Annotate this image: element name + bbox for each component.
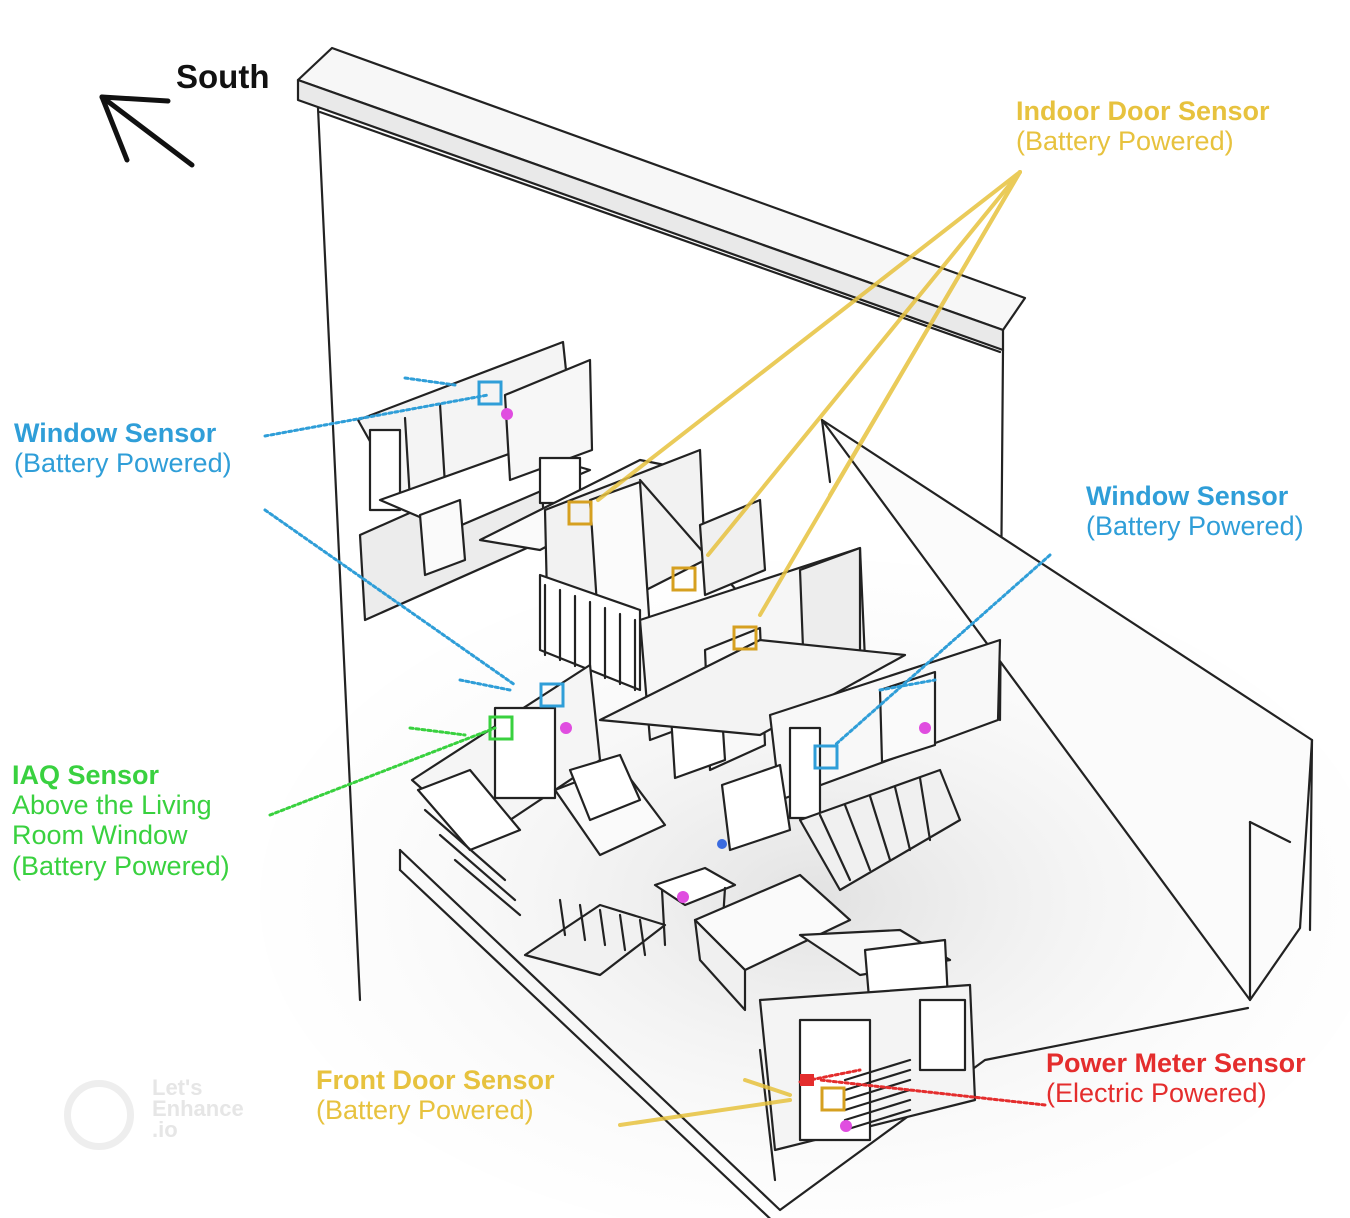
label-title: Front Door Sensor — [316, 1065, 555, 1095]
indoor-door-leaders — [596, 170, 1022, 617]
door-sensor-marker — [567, 500, 593, 526]
compass-arrow-icon — [99, 94, 195, 168]
front-door-leaders — [618, 1078, 792, 1127]
label-power: (Battery Powered) — [1016, 126, 1234, 157]
label-power: (Electric Powered) — [1046, 1078, 1267, 1109]
label-title: Window Sensor — [14, 418, 217, 448]
upper-floor — [356, 340, 692, 622]
label-title: Power Meter Sensor — [1046, 1048, 1306, 1078]
hub-dot — [717, 839, 727, 849]
label-title: Indoor Door Sensor — [1016, 96, 1270, 126]
label-title: IAQ Sensor — [12, 760, 160, 790]
sensor-markers — [477, 380, 846, 1112]
label-power: (Battery Powered) — [12, 850, 230, 881]
door-sensor-marker — [820, 1086, 846, 1112]
middle-floor — [538, 448, 907, 780]
label-line3: Room Window — [12, 820, 188, 851]
stair-railing — [543, 583, 637, 692]
indoor-door-sensor-label: Indoor Door Sensor (Battery Powered) — [1016, 96, 1270, 156]
ground-floor — [410, 663, 977, 1182]
outer-walls — [316, 106, 1314, 1218]
compass-label: South — [176, 58, 270, 95]
watermark-line: .io — [152, 1116, 178, 1142]
label-power: (Battery Powered) — [316, 1095, 534, 1126]
motion-sensor-dot — [919, 722, 931, 734]
motion-sensor-dot — [501, 408, 513, 420]
label-title: Window Sensor — [1086, 481, 1289, 511]
window-sensor-marker — [539, 682, 565, 708]
door-sensor-marker — [732, 625, 758, 651]
motion-dots — [501, 408, 931, 1132]
watermark: Let's Enhance .io — [152, 1075, 244, 1142]
watermark-logo-icon — [64, 1080, 134, 1150]
iaq-sensor-marker — [488, 715, 514, 741]
window-sensor-right-label: Window Sensor (Battery Powered) — [1086, 481, 1304, 541]
window-sensor-marker — [813, 744, 839, 770]
label-line2: Above the Living — [12, 790, 212, 821]
power-meter-marker — [800, 1074, 814, 1086]
sofa — [553, 753, 667, 857]
motion-sensor-dot — [560, 722, 572, 734]
front-door-sensor-label: Front Door Sensor (Battery Powered) — [316, 1065, 555, 1125]
label-power: (Battery Powered) — [14, 448, 232, 479]
window-sensor-left-label: Window Sensor (Battery Powered) — [14, 418, 232, 478]
bookshelf — [416, 768, 522, 917]
watermark-line: Let's — [152, 1075, 203, 1100]
stairs — [523, 898, 667, 977]
leader-lines — [263, 170, 1052, 1127]
label-power: (Battery Powered) — [1086, 511, 1304, 542]
iaq-sensor-label: IAQ Sensor Above the Living Room Window … — [12, 760, 230, 881]
window-sensor-marker — [477, 380, 503, 406]
motion-sensor-dot — [840, 1120, 852, 1132]
window-sensor-left-leaders — [263, 376, 517, 692]
watermark-line: Enhance — [152, 1095, 244, 1121]
garage-door — [843, 1058, 912, 1132]
roof — [296, 46, 1027, 352]
window-sensor-right-leaders — [833, 553, 1052, 747]
motion-sensor-dot — [677, 891, 689, 903]
entrance — [758, 983, 977, 1182]
door-sensor-marker — [671, 566, 697, 592]
power-meter-sensor-label: Power Meter Sensor (Electric Powered) — [1046, 1048, 1306, 1108]
iaq-sensor-leaders — [268, 726, 497, 817]
